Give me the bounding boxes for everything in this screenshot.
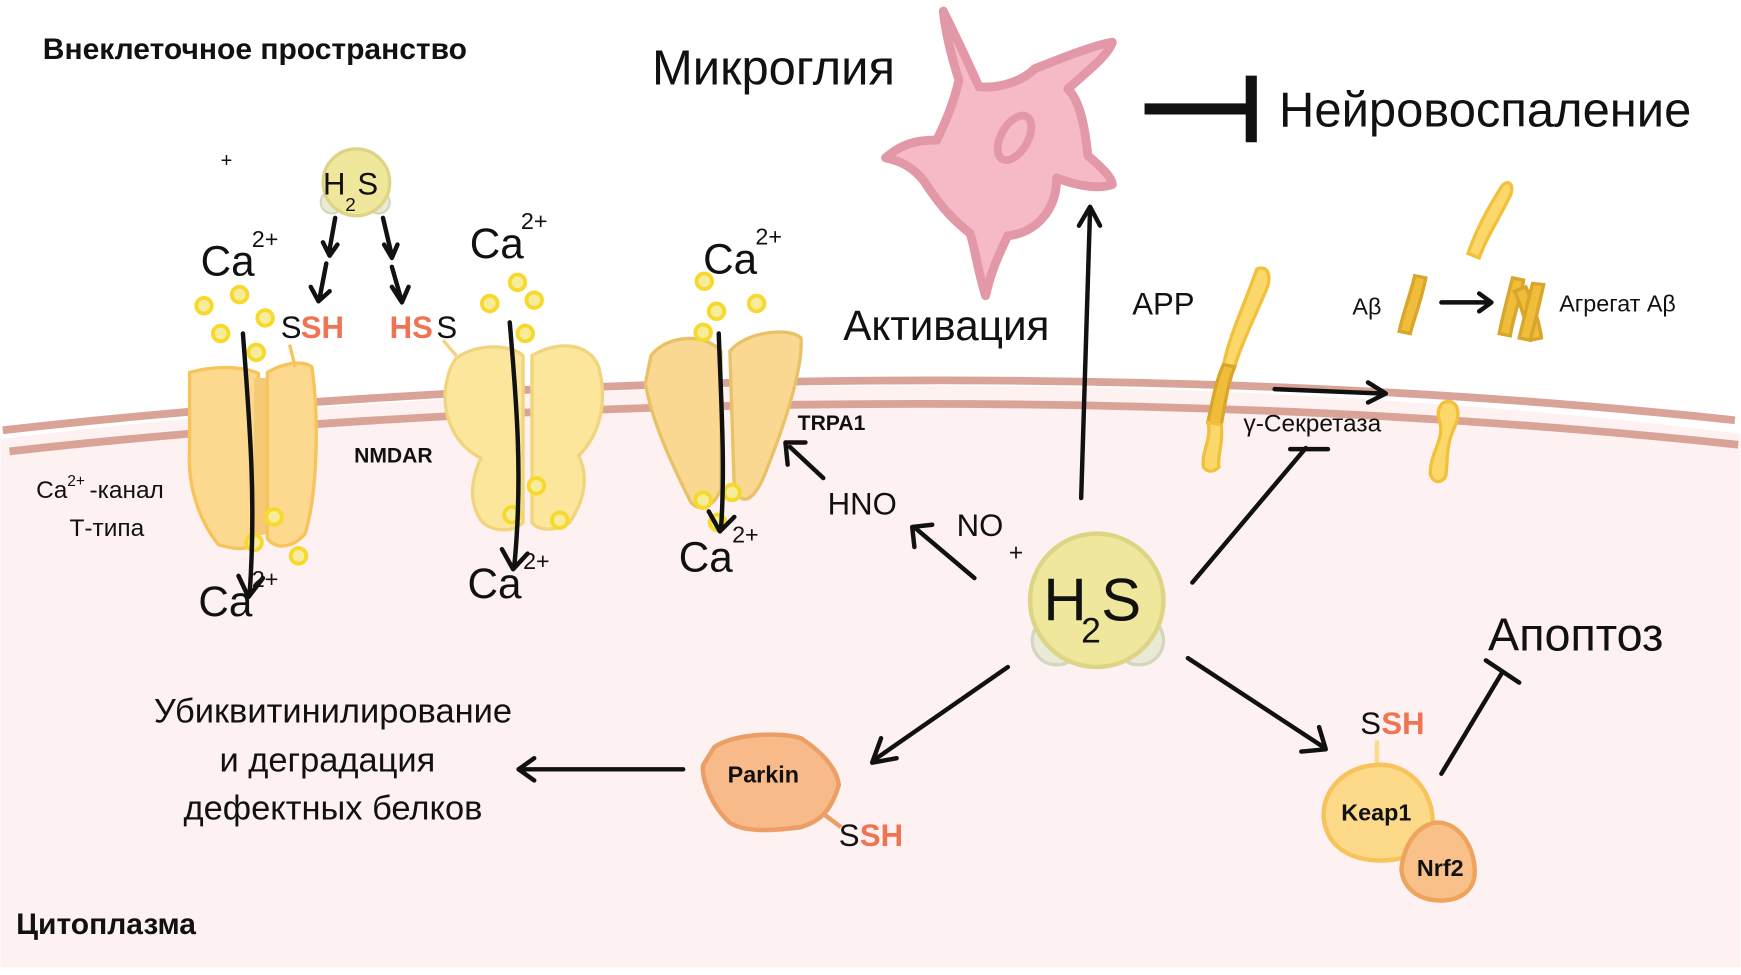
nrf2-label: Nrf2	[1417, 855, 1464, 881]
app-label: APP	[1132, 287, 1194, 322]
microglia-cell	[881, 6, 1117, 301]
inhibition-apoptosis	[1439, 658, 1522, 776]
trpa1-label: TRPA1	[798, 412, 866, 435]
arrow-to-hno	[909, 522, 977, 581]
svg-text:2: 2	[345, 195, 356, 216]
keap1-protein	[1321, 762, 1435, 863]
ca-influx-arrow-t-channel	[236, 331, 266, 600]
activation-arrow	[1076, 204, 1103, 501]
arrow-to-keap1	[1185, 655, 1328, 754]
no-label: NO	[957, 508, 1004, 543]
svg-text:S: S	[839, 818, 860, 853]
nmdar-channel	[441, 339, 605, 532]
extracellular-label: Внеклеточное пространство	[43, 33, 467, 66]
t-type-channel-label: Ca 2+ -канал Т-типа	[36, 473, 164, 542]
abeta-aggregation-arrow	[1439, 291, 1494, 314]
app-fragment-top	[1465, 181, 1514, 261]
abeta-aggregate-label: Агрегат Aβ	[1559, 290, 1676, 316]
svg-text:HS: HS	[390, 310, 433, 345]
ca-ion-label: Ca 2+	[679, 522, 759, 581]
gamma-secretase-label: γ-Секретаза	[1243, 410, 1381, 437]
apoptosis-label: Апоптоз	[1488, 608, 1663, 660]
ssh-group-t-channel: S SH	[281, 310, 344, 345]
svg-text:H: H	[323, 167, 345, 202]
parkin-protein	[700, 732, 843, 833]
no-plus: +	[1009, 539, 1023, 566]
svg-text:2+: 2+	[252, 226, 279, 252]
svg-text:Ca: Ca	[470, 220, 525, 267]
svg-text:2+: 2+	[732, 522, 759, 548]
h2s-molecule-small: H 2 S	[319, 147, 392, 218]
svg-text:Ca: Ca	[201, 238, 256, 285]
keap1-label: Keap1	[1341, 799, 1411, 825]
arrow-hno-to-trpa1	[783, 440, 826, 481]
ca-ion-label: Ca 2+	[703, 224, 782, 283]
svg-text:S: S	[1360, 706, 1381, 741]
svg-text:H: H	[1043, 566, 1086, 633]
ssh-group-parkin: S SH	[839, 818, 903, 853]
app-protein	[1201, 266, 1271, 473]
svg-text:SH: SH	[301, 310, 344, 345]
ca-ion-label: Ca 2+	[201, 226, 279, 285]
h2s-molecule-central: H 2 S	[1027, 531, 1166, 670]
svg-text:Т-типа: Т-типа	[69, 515, 144, 542]
arrow-to-ssh	[308, 215, 340, 304]
trpa1-channel	[643, 330, 803, 510]
nmdar-label: NMDAR	[354, 444, 433, 467]
hno-label: HNO	[828, 487, 897, 522]
svg-text:Ca: Ca	[679, 533, 734, 580]
parkin-label: Parkin	[728, 762, 799, 788]
cytoplasm-region	[0, 385, 1741, 968]
svg-text:2+: 2+	[67, 473, 85, 490]
svg-text:S: S	[1101, 566, 1141, 633]
svg-text:и деградация: и деградация	[219, 742, 435, 780]
svg-text:SH: SH	[860, 818, 903, 853]
svg-text:2: 2	[1081, 611, 1101, 651]
svg-text:S: S	[436, 310, 457, 345]
activation-label: Активация	[843, 302, 1049, 349]
svg-text:дефектных белков: дефектных белков	[183, 789, 482, 827]
ssh-group-keap1: S SH	[1360, 706, 1424, 741]
plus-sign: +	[221, 150, 233, 172]
inhibition-gamma-secretase	[1190, 445, 1331, 585]
arrow-parkin-to-ubiquitination	[516, 755, 686, 783]
t-type-ca-channel	[187, 344, 318, 551]
neuroinflammation-label: Нейровоспаление	[1279, 84, 1691, 138]
abeta-monomer	[1397, 273, 1428, 336]
nrf2-protein	[1399, 820, 1477, 903]
arrow-to-parkin	[869, 664, 1011, 765]
ca-influx-arrow-nmdar	[499, 320, 530, 572]
svg-text:-канал: -канал	[89, 477, 163, 504]
gamma-secretase-arrow	[1272, 380, 1389, 405]
inhibition-bar-neuroinflammation	[1144, 75, 1257, 143]
hss-group-nmdar: HS S	[390, 310, 457, 345]
svg-text:SH: SH	[1381, 706, 1424, 741]
ubiquitination-label: Убиквитинилирование и деградация дефектн…	[154, 693, 512, 828]
abeta-aggregate	[1497, 275, 1546, 343]
svg-text:2+: 2+	[755, 224, 782, 250]
svg-text:S: S	[357, 167, 378, 202]
svg-text:S: S	[281, 310, 302, 345]
arrow-to-hss	[380, 215, 411, 305]
cytoplasm-label: Цитоплазма	[16, 908, 196, 941]
abeta-label: Aβ	[1352, 294, 1381, 320]
svg-text:2+: 2+	[521, 208, 548, 234]
svg-text:Ca: Ca	[703, 235, 758, 282]
microglia-label: Микроглия	[652, 41, 895, 95]
ca-influx-arrow-trpa1	[706, 331, 737, 534]
app-fragment-cytoplasm	[1428, 399, 1460, 484]
ca-ion-label: Ca 2+	[470, 208, 548, 267]
svg-text:Ca: Ca	[36, 477, 68, 504]
svg-text:Убиквитинилирование: Убиквитинилирование	[154, 693, 512, 731]
